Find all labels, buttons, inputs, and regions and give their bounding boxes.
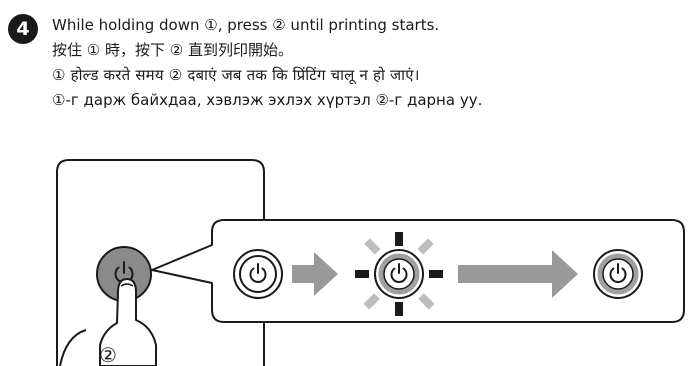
finger-icon: ② bbox=[59, 278, 157, 366]
instruction-chinese: 按住 ① 時，按下 ② 直到列印開始。 bbox=[52, 41, 293, 59]
power-icon bbox=[249, 263, 267, 283]
power-button-flashing bbox=[355, 232, 443, 316]
instruction-text: While holding down ①, press ② until prin… bbox=[52, 13, 692, 113]
arrow-right-icon bbox=[292, 252, 338, 296]
light-rays-icon bbox=[355, 232, 443, 316]
arrow-right-icon bbox=[458, 250, 578, 298]
power-button-off bbox=[233, 249, 283, 299]
finger-number-marker: ② bbox=[99, 343, 117, 366]
instruction-english: While holding down ①, press ② until prin… bbox=[52, 16, 440, 34]
printer-panel-outline bbox=[56, 159, 265, 366]
power-icon bbox=[390, 263, 408, 283]
step-number-badge: 4 bbox=[8, 14, 38, 44]
power-icon bbox=[609, 263, 627, 283]
instruction-mongolian: ①-г дарж байхдаа, хэвлэж эхлэх хүртэл ②-… bbox=[52, 91, 483, 109]
instruction-hindi: ① होल्ड करते समय ② दबाएं जब तक कि प्रिंट… bbox=[52, 66, 420, 84]
power-button-on bbox=[593, 249, 643, 299]
